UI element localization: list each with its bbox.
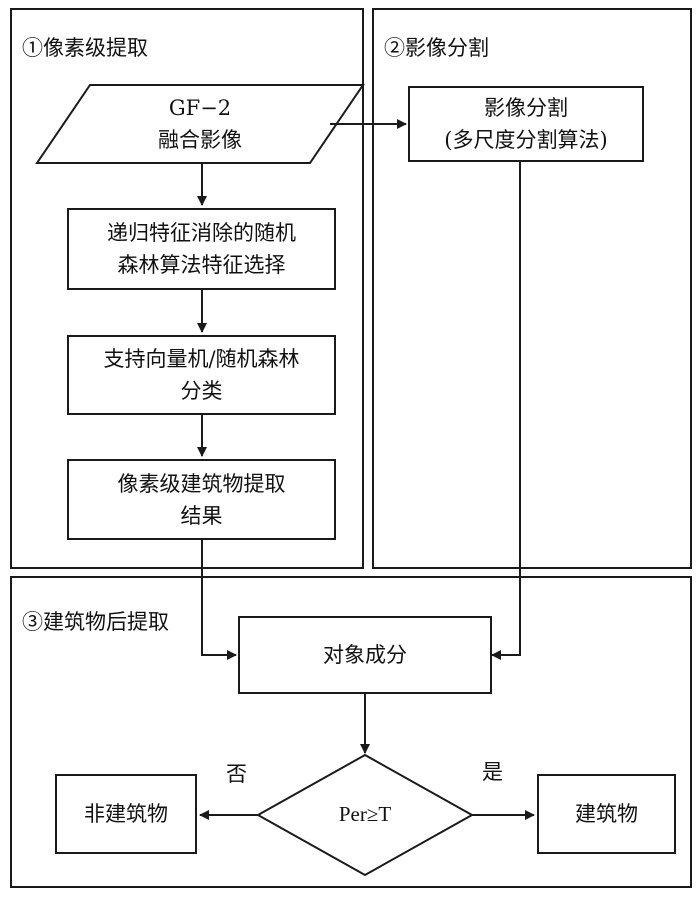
arrow-result-to-object <box>201 540 237 660</box>
pixel-result-line2: 结果 <box>180 503 223 528</box>
input-parallelogram <box>35 84 365 164</box>
panel-building-post-extraction-title: ③建筑物后提取 <box>22 610 169 634</box>
classify-line2: 分类 <box>180 379 223 403</box>
panel-pixel-extraction <box>10 8 364 569</box>
segmentation-line1: 影像分割 <box>484 96 568 120</box>
rfe-line2: 森林算法特征选择 <box>117 253 286 277</box>
yes-edge-label: 是 <box>482 760 503 784</box>
decision-label: Per≥T <box>338 802 392 826</box>
panel-pixel-extraction-title: ①像素级提取 <box>22 36 148 60</box>
panel-building-post-extraction <box>10 576 692 888</box>
pixel-level-result-box: 像素级建筑物提取 结果 <box>67 459 336 540</box>
no-edge-label: 否 <box>226 762 247 786</box>
input-node-line1: GF−2 <box>168 96 232 120</box>
building-label: 建筑物 <box>575 802 638 826</box>
object-ratio-box: 对象成分 <box>238 616 492 694</box>
non-building-box: 非建筑物 <box>55 774 197 854</box>
panel-image-segmentation-title: ②影像分割 <box>384 36 489 60</box>
arrow-segmentation-to-object <box>491 160 521 660</box>
classify-line1: 支持向量机/随机森林 <box>103 347 300 371</box>
pixel-result-line1: 像素级建筑物提取 <box>117 471 286 496</box>
object-ratio-label: 对象成分 <box>323 643 407 667</box>
rfe-line1: 递归特征消除的随机 <box>107 221 296 245</box>
panel-image-segmentation <box>372 8 692 569</box>
non-building-label: 非建筑物 <box>84 802 168 826</box>
rfe-feature-selection-box: 递归特征消除的随机 森林算法特征选择 <box>67 208 336 290</box>
input-node: GF−2 融合影像 <box>90 92 310 156</box>
input-node-line2: 融合影像 <box>158 128 242 152</box>
building-box: 建筑物 <box>537 774 676 854</box>
segmentation-line2: (多尺度分割算法) <box>444 128 608 152</box>
svm-rf-classification-box: 支持向量机/随机森林 分类 <box>67 335 336 415</box>
segmentation-box: 影像分割 (多尺度分割算法) <box>408 86 644 162</box>
decision-diamond <box>255 753 475 877</box>
